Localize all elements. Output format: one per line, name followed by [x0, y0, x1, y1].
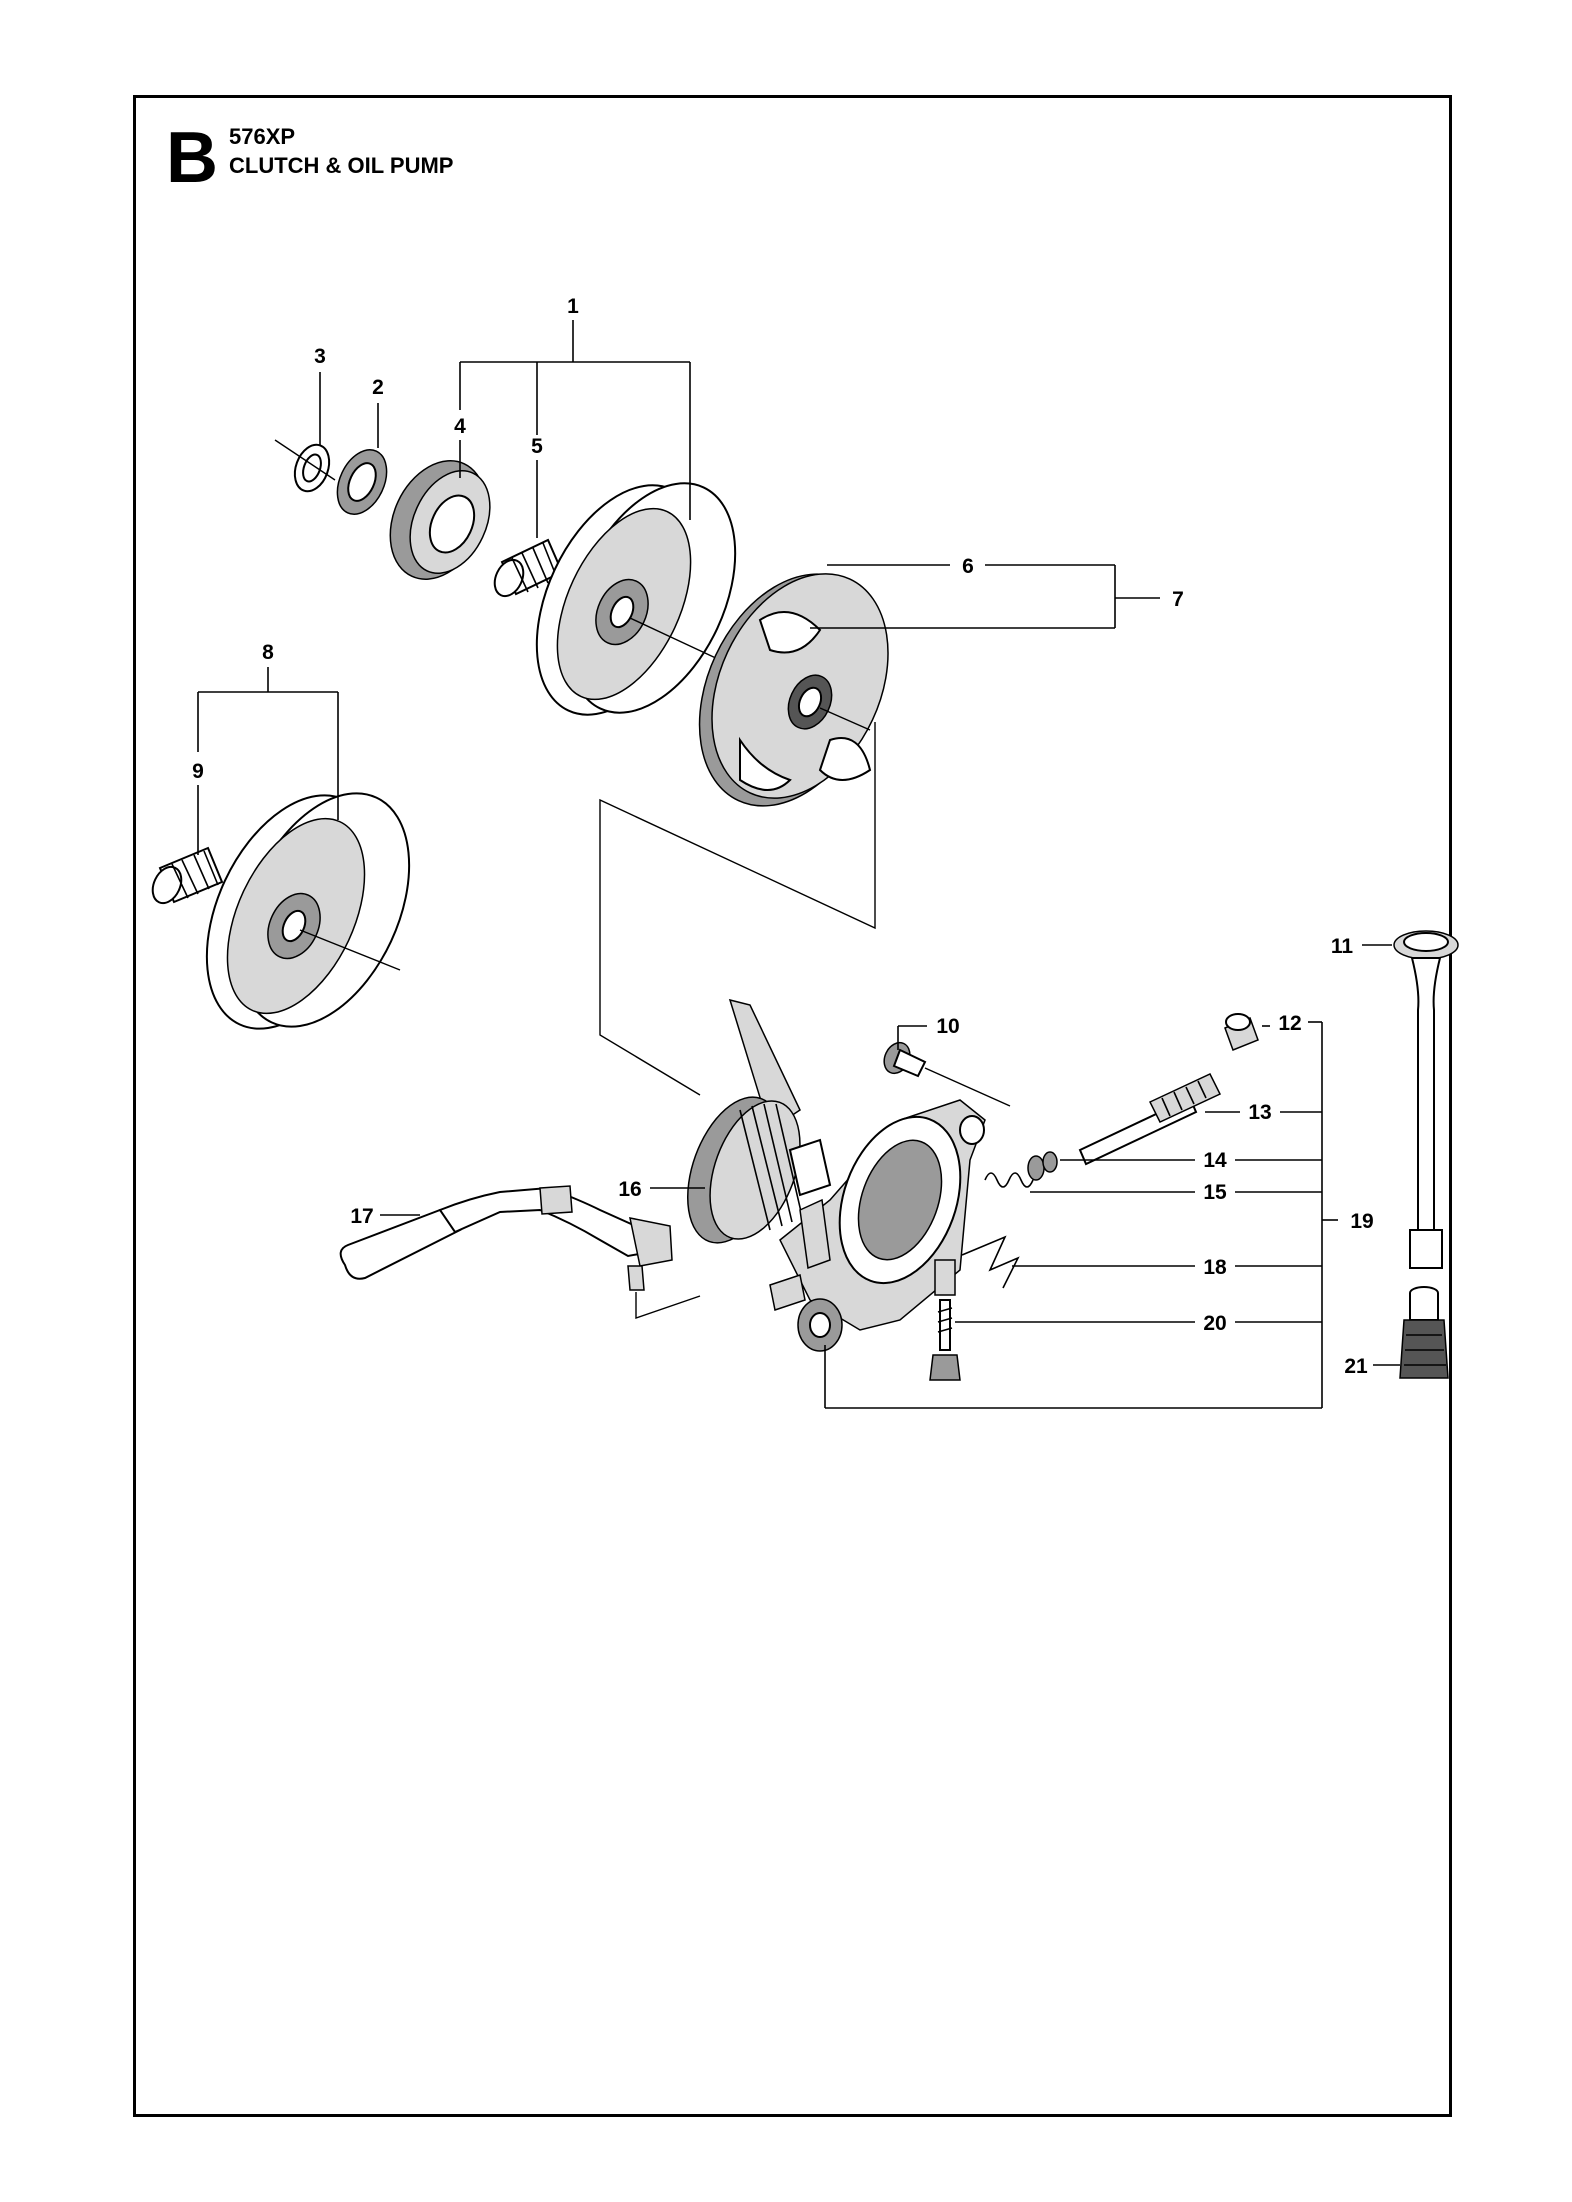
part-11-oil-hose: [1393, 930, 1459, 1269]
part-18-direction-arrow: [961, 1235, 1020, 1289]
callout-2: 2: [372, 376, 384, 399]
part-12-cap: [1224, 1013, 1259, 1051]
callout-6: 6: [962, 555, 974, 578]
callout-11: 11: [1331, 935, 1354, 958]
assembly-guide-line: [599, 722, 876, 1096]
callout-13: 13: [1248, 1101, 1271, 1124]
callout-14: 14: [1203, 1149, 1227, 1172]
part-17-oil-pipe: [339, 1185, 701, 1319]
part-13-pump-plunger: [1078, 1073, 1222, 1166]
part-14-washer: [1027, 1151, 1058, 1181]
part-4-rim-sprocket: [389, 460, 491, 580]
part-9-needle-bearing: [151, 846, 224, 905]
callout-15: 15: [1203, 1181, 1227, 1204]
callout-leader-lines: [197, 320, 1400, 1409]
part-oil-pump-housing: [769, 1099, 986, 1352]
part-2-washer: [336, 449, 388, 515]
part-20-adjusting-screw: [929, 1259, 961, 1381]
callout-12: 12: [1278, 1012, 1301, 1035]
callout-5: 5: [531, 435, 543, 458]
part-8-clutch-drum: [205, 792, 411, 1030]
part-15-spring: [984, 1172, 1034, 1188]
part-3-circlip: [274, 439, 336, 493]
callout-19: 19: [1350, 1210, 1373, 1233]
callout-1: 1: [567, 295, 579, 318]
drawing-frame: [133, 95, 1452, 2117]
callout-17: 17: [350, 1205, 373, 1228]
callout-18: 18: [1203, 1256, 1227, 1279]
section-letter: B: [166, 118, 218, 198]
callout-7: 7: [1172, 588, 1184, 611]
callout-20: 20: [1203, 1312, 1226, 1335]
model-number: 576XP: [229, 124, 296, 149]
part-10-screw: [883, 1041, 1011, 1107]
diagram-title: CLUTCH & OIL PUMP: [229, 153, 454, 178]
part-5-needle-bearing: [493, 538, 564, 598]
callout-16: 16: [618, 1178, 641, 1201]
callout-3: 3: [314, 345, 326, 368]
part-16-pump-drive-worm: [686, 998, 832, 1244]
callout-8: 8: [262, 641, 274, 664]
part-6-clutch: [698, 573, 889, 807]
callout-21: 21: [1344, 1355, 1368, 1378]
callout-4: 4: [454, 415, 466, 438]
part-clutch-drum-upper: [535, 482, 737, 716]
callout-9: 9: [192, 760, 204, 783]
callout-10: 10: [936, 1015, 959, 1038]
part-21-oil-strainer: [1399, 1286, 1449, 1379]
